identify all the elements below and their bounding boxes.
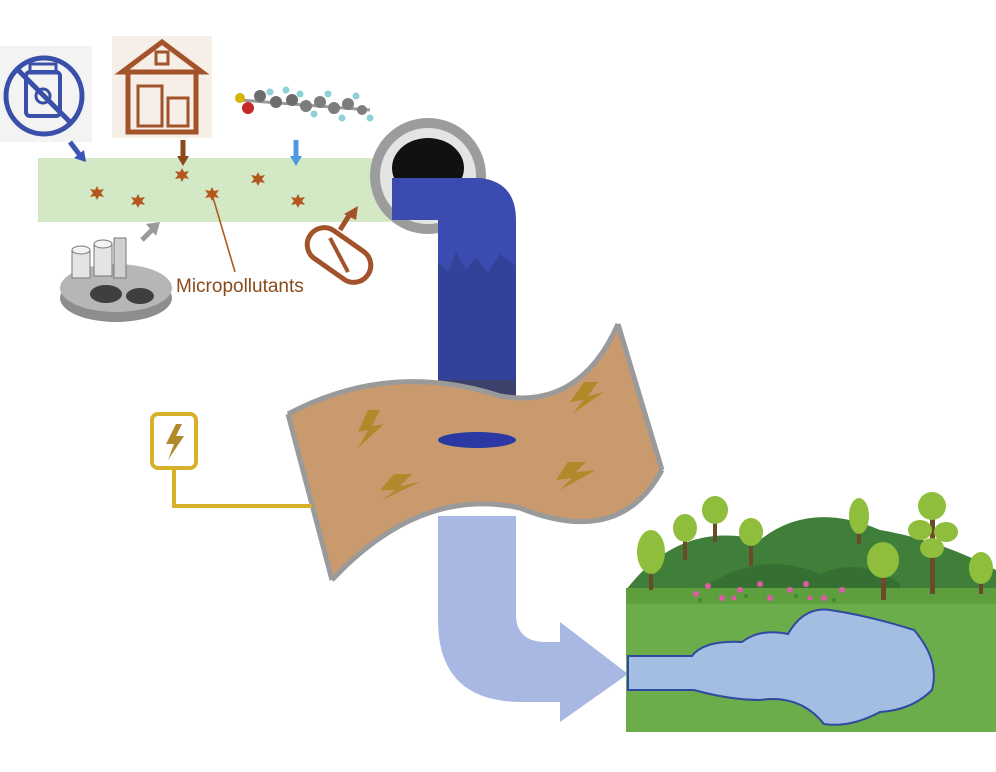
power-supply-icon (150, 412, 198, 470)
hills (626, 517, 996, 592)
river (627, 608, 935, 726)
pollutant-particle (175, 168, 189, 182)
arrow-brown-head (177, 156, 189, 166)
lightning-bolt (570, 382, 604, 414)
flower-leaves (698, 594, 836, 602)
tree (702, 496, 728, 542)
arrow-capsule (337, 212, 353, 232)
arrow-capsule-head (344, 206, 358, 220)
reactor-frame-right (615, 323, 665, 471)
lightning-bolts (358, 382, 604, 500)
pipe-outlet-in-reactor (438, 432, 516, 448)
tree (867, 542, 899, 600)
hospital-pharmacy-icon (112, 36, 212, 138)
landscape (626, 492, 996, 732)
tree (908, 492, 958, 594)
reactor-frame-bottom (330, 468, 665, 582)
tree (739, 518, 763, 566)
arrow-lightblue-head (290, 156, 302, 166)
arrow-blue-head (74, 150, 86, 162)
reactor-frame-left (285, 413, 335, 581)
tree (673, 514, 697, 560)
tree (637, 530, 665, 590)
no-pesticide-icon (0, 46, 92, 142)
tree (969, 552, 993, 594)
tree (849, 498, 869, 544)
lightning-bolt (358, 410, 384, 448)
power-wire (172, 468, 312, 508)
pipe-silhouette (438, 252, 516, 380)
hill-front (700, 564, 900, 592)
molecule-icon (235, 86, 374, 122)
outflow-pipe (438, 516, 628, 722)
flowers (693, 581, 845, 601)
pollutant-particle (131, 194, 145, 208)
lightning-bolt (380, 474, 420, 500)
treatment-plant-icon (60, 237, 172, 322)
pollutant-particle (291, 194, 305, 208)
reactor-frame-top (286, 322, 621, 417)
micropollutants-pointer (211, 193, 236, 273)
lightning-bolt (556, 462, 596, 490)
arrow-grey (140, 228, 154, 242)
arrow-grey-head (146, 222, 160, 236)
pollutant-particle (251, 172, 265, 186)
capsule-icon (304, 225, 374, 285)
pollutant-particle (90, 186, 104, 200)
micropollutants-label: Micropollutants (176, 276, 304, 297)
